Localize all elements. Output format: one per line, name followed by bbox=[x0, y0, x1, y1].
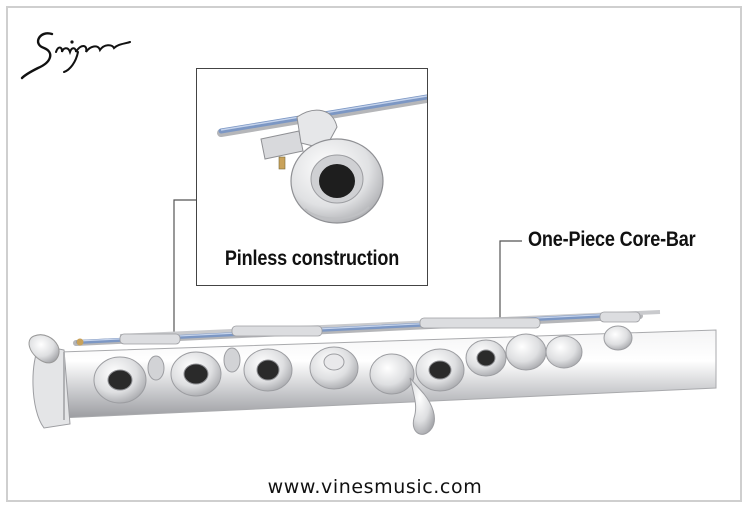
key-cup-closeup-icon bbox=[217, 94, 427, 224]
pinless-inset-panel: Pinless construction bbox=[196, 68, 428, 286]
website-footer: www.vinesmusic.com bbox=[267, 476, 483, 498]
signature-logo-icon bbox=[20, 32, 131, 80]
core-bar-callout-label: One-Piece Core-Bar bbox=[528, 228, 696, 251]
inset-caption: Pinless construction bbox=[224, 247, 400, 270]
